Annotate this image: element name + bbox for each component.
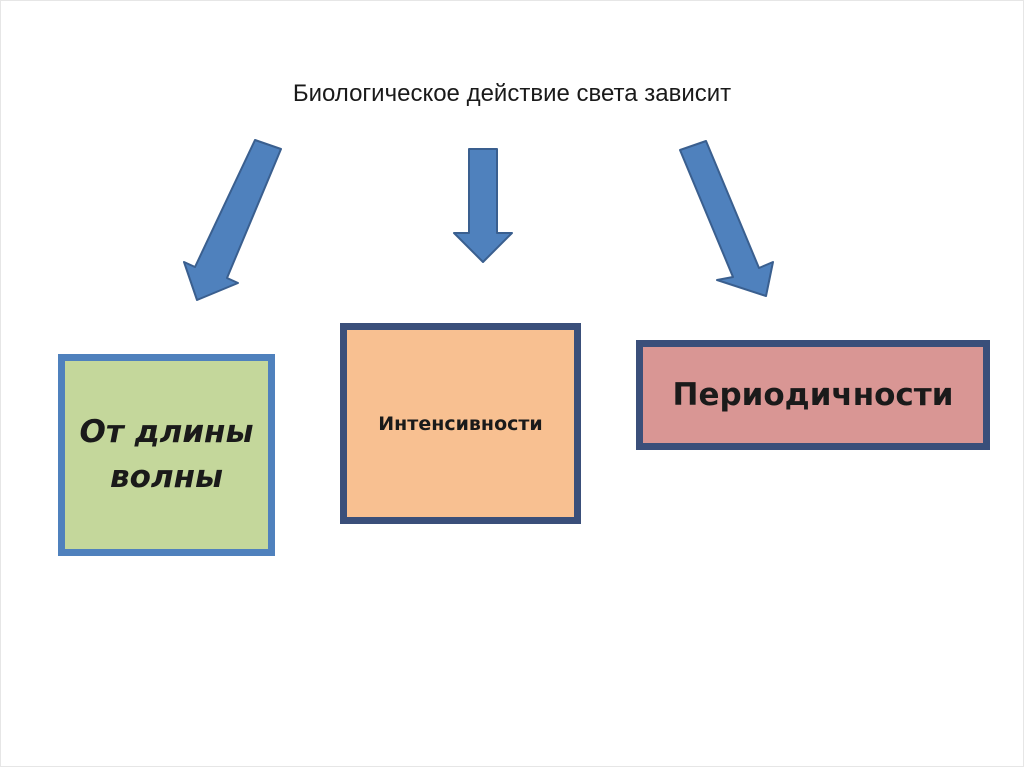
box-periodicity-label: Периодичности <box>672 377 954 413</box>
arrow-left <box>183 139 282 301</box>
arrow-right <box>679 140 774 297</box>
box-wavelength: От длины волны <box>58 354 275 556</box>
box-intensity: Интенсивности <box>340 323 581 524</box>
box-wavelength-label: От длины волны <box>79 414 254 495</box>
box-intensity-label: Интенсивности <box>378 412 543 435</box>
arrow-center <box>453 148 513 263</box>
box-periodicity: Периодичности <box>636 340 990 450</box>
slide-title: Биологическое действие света зависит <box>292 80 732 107</box>
